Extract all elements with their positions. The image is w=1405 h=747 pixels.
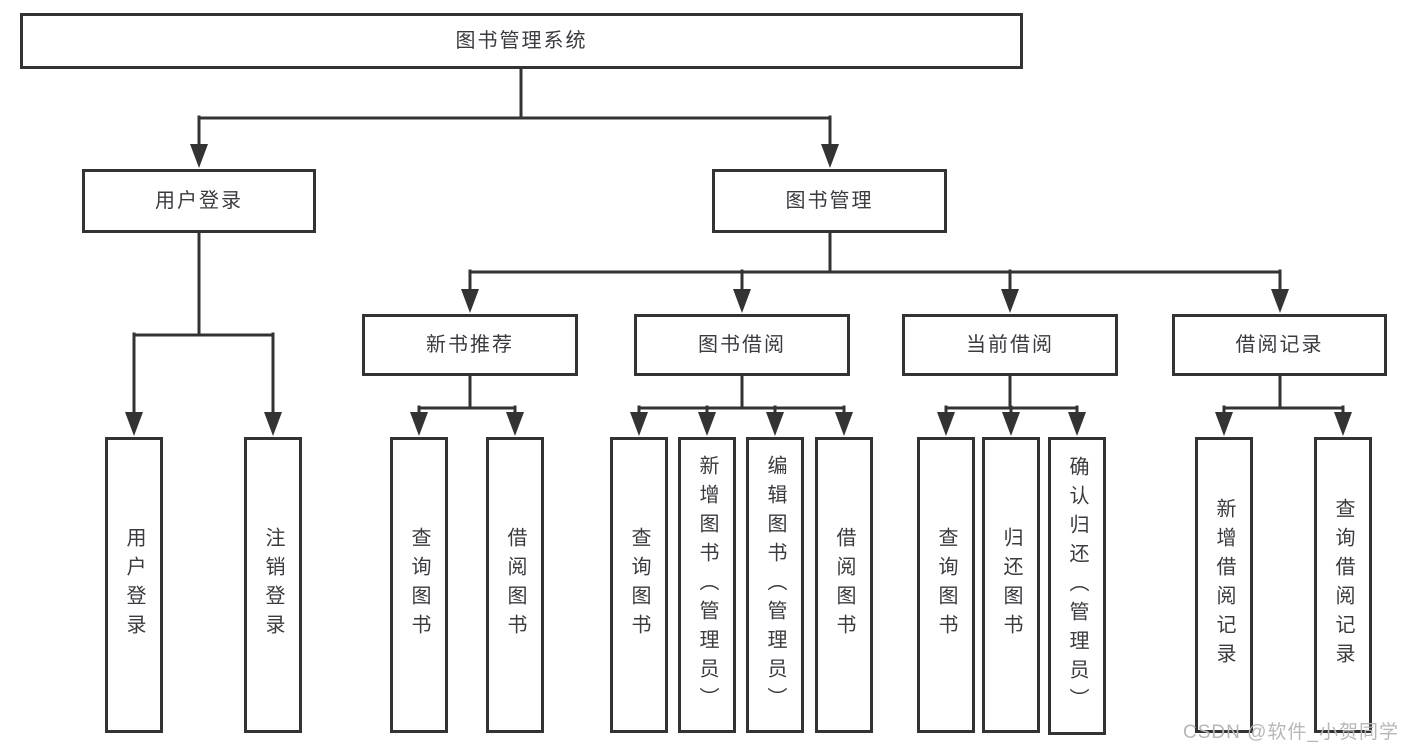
leaf-edit-books-admin: 编辑图书（管理员） bbox=[746, 437, 804, 733]
leaf-logout: 注销登录 bbox=[244, 437, 302, 733]
leaf-current-query-books: 查询图书 bbox=[917, 437, 975, 733]
leaf-user-login: 用户登录 bbox=[105, 437, 163, 733]
leaf-return-books: 归还图书 bbox=[982, 437, 1040, 733]
leaf-borrow-books: 借阅图书 bbox=[815, 437, 873, 733]
node-user-login: 用户登录 bbox=[82, 169, 316, 233]
node-library-system: 图书管理系统 bbox=[20, 13, 1023, 69]
node-borrow-records: 借阅记录 bbox=[1172, 314, 1387, 376]
node-book-management: 图书管理 bbox=[712, 169, 947, 233]
leaf-query-borrow-record: 查询借阅记录 bbox=[1314, 437, 1372, 733]
node-current-borrow: 当前借阅 bbox=[902, 314, 1118, 376]
leaf-add-books-admin: 新增图书（管理员） bbox=[678, 437, 736, 733]
leaf-add-borrow-record: 新增借阅记录 bbox=[1195, 437, 1253, 733]
node-new-book-recommend: 新书推荐 bbox=[362, 314, 578, 376]
leaf-confirm-return-admin: 确认归还（管理员） bbox=[1048, 437, 1106, 735]
leaf-recommend-query-books: 查询图书 bbox=[390, 437, 448, 733]
csdn-watermark: CSDN @软件_小贺同学 bbox=[1183, 722, 1399, 743]
leaf-borrow-query-books: 查询图书 bbox=[610, 437, 668, 733]
leaf-recommend-borrow-books: 借阅图书 bbox=[486, 437, 544, 733]
node-book-borrow: 图书借阅 bbox=[634, 314, 850, 376]
